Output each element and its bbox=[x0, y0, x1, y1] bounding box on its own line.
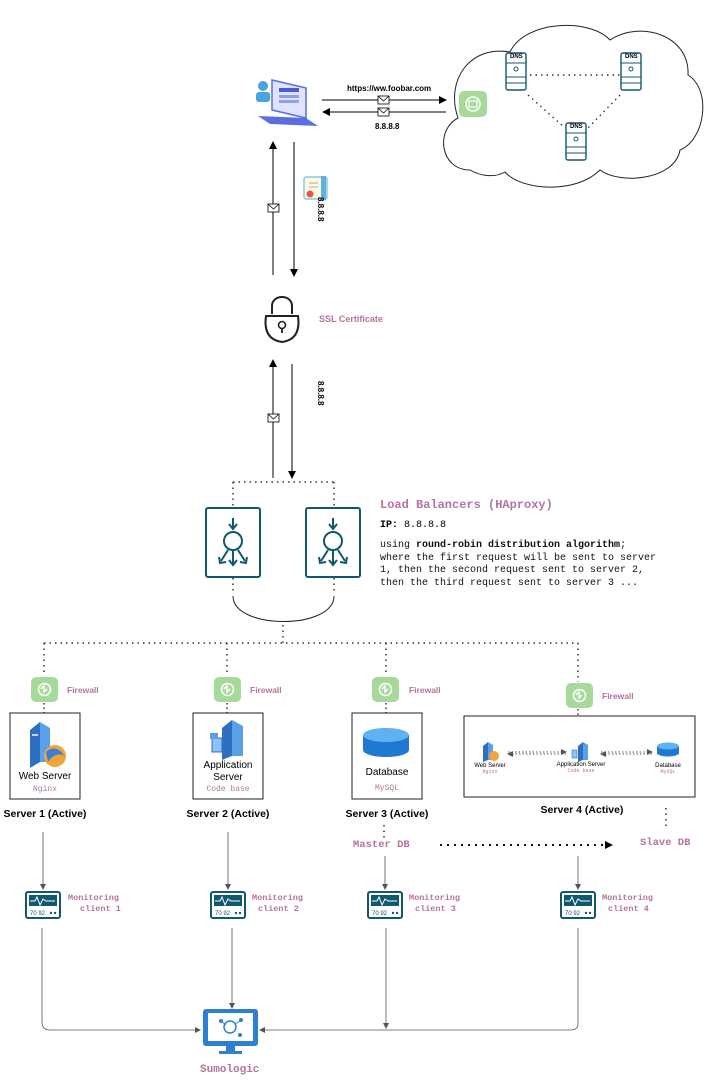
firewall-label: Firewall bbox=[409, 685, 441, 695]
dns-server-3 bbox=[565, 122, 587, 161]
web-server-icon bbox=[30, 722, 66, 768]
monitor-readout: 70 92 bbox=[565, 911, 581, 917]
database-icon bbox=[363, 728, 409, 757]
server-3-caption: Server 3 (Active) bbox=[345, 808, 429, 820]
dns-label: DNS bbox=[625, 54, 638, 60]
firewall-icon bbox=[372, 677, 399, 702]
sumologic-label: Sumologic bbox=[200, 1064, 260, 1076]
server-2-subtitle: Code base bbox=[206, 785, 250, 794]
envelope-icon bbox=[267, 203, 280, 213]
monitor-icon: 70 92 bbox=[25, 891, 61, 919]
load-balancer-2-icon bbox=[305, 507, 361, 578]
firewall-icon bbox=[566, 683, 593, 708]
dns-label: DNS bbox=[570, 124, 583, 130]
dns-label: DNS bbox=[510, 54, 523, 60]
server-3-title: Database bbox=[365, 767, 409, 778]
monitor-readout: 70 92 bbox=[30, 911, 46, 917]
client-laptop-icon bbox=[256, 79, 318, 126]
server-3-subtitle: MySQL bbox=[374, 784, 399, 793]
mini-database-icon bbox=[657, 742, 679, 757]
server-2-caption: Server 2 (Active) bbox=[186, 808, 270, 820]
mini-web-server-title: Web Server bbox=[474, 763, 506, 769]
load-balancer-1-icon bbox=[205, 507, 261, 578]
padlock-icon bbox=[264, 296, 300, 344]
dns-gateway-icon bbox=[459, 91, 487, 117]
mini-web-server-icon bbox=[483, 742, 499, 762]
mini-database-title: Database bbox=[655, 763, 681, 769]
monitor-readout: 70 92 bbox=[372, 911, 388, 917]
mini-web-server-subtitle: Nginx bbox=[482, 769, 498, 775]
monitor-icon: 70 92 bbox=[367, 891, 403, 919]
monitor-icon: 70 92 bbox=[560, 891, 596, 919]
sumologic-monitor-icon bbox=[203, 1009, 258, 1054]
server-1-subtitle: Nginx bbox=[32, 785, 57, 794]
mini-database-subtitle: MySQL bbox=[660, 769, 676, 775]
firewall-icon bbox=[214, 677, 241, 702]
application-server-icon bbox=[210, 720, 243, 760]
monitor-icon: 70 92 bbox=[210, 891, 246, 919]
firewall-label: Firewall bbox=[602, 691, 634, 701]
mini-application-server-icon bbox=[571, 742, 588, 762]
load-balancer-title: Load Balancers (HAproxy) bbox=[380, 498, 553, 512]
envelope-icon bbox=[267, 413, 280, 423]
ip-vertical-label-2: 8.8.8.8 bbox=[316, 381, 325, 406]
mini-app-server-subtitle: Code base bbox=[567, 768, 595, 774]
slave-db-label: Slave DB bbox=[640, 837, 691, 849]
url-label: https://ww.foobar.com bbox=[347, 84, 432, 93]
server-4-caption: Server 4 (Active) bbox=[540, 804, 624, 816]
load-balancer-description: using round-robin distribution algorithm… bbox=[380, 540, 657, 589]
server-2-title-line1: Application bbox=[203, 760, 253, 771]
envelope-icon bbox=[377, 107, 390, 117]
firewall-icon bbox=[31, 677, 58, 702]
firewall-label: Firewall bbox=[250, 685, 282, 695]
ssl-certificate-label: SSL Certificate bbox=[319, 314, 383, 324]
master-db-label: Master DB bbox=[353, 839, 410, 851]
server-1-title: Web Server bbox=[18, 771, 72, 782]
dns-server-1 bbox=[505, 52, 527, 91]
envelope-icon bbox=[377, 95, 390, 105]
mini-app-server-title: Application Server bbox=[556, 762, 606, 768]
dns-server-2 bbox=[620, 52, 642, 91]
load-balancer-ip: IP: 8.8.8.8 bbox=[380, 520, 447, 531]
certificate-icon bbox=[303, 176, 328, 200]
ip-vertical-label-1: 8.8.8.8 bbox=[316, 197, 325, 222]
server-1-caption: Server 1 (Active) bbox=[3, 808, 87, 820]
ip-response-label: 8.8.8.8 bbox=[375, 122, 400, 131]
server-2-title-line2: Server bbox=[213, 772, 243, 783]
firewall-label: Firewall bbox=[67, 685, 99, 695]
monitor-readout: 70 92 bbox=[215, 911, 231, 917]
